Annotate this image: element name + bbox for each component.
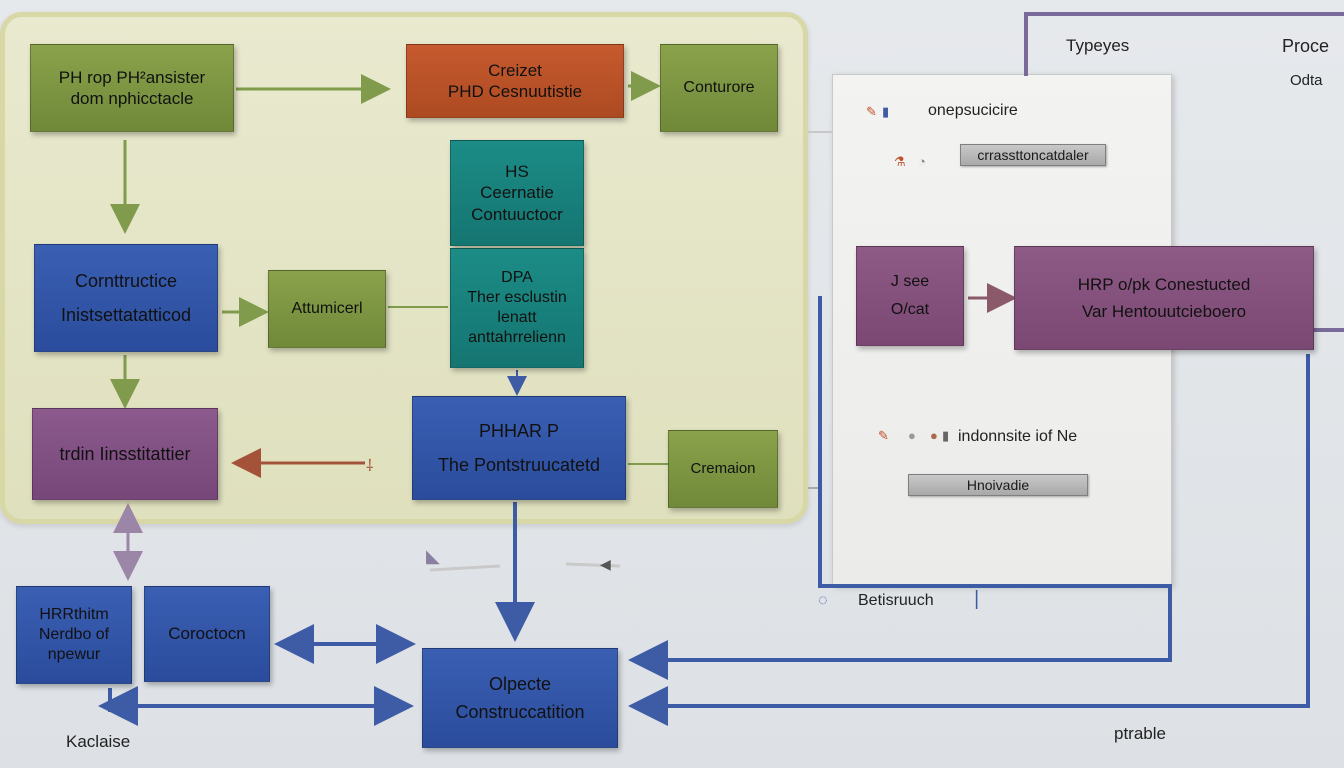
chip-label: crrassttoncatdaler <box>977 147 1089 163</box>
circle-icon: ◔ <box>918 154 926 169</box>
box-line: Ther esclustin <box>467 289 567 306</box>
pen-icon: ◣ <box>426 546 440 566</box>
box-line: Contuuctocr <box>471 204 563 224</box>
box-line: Inistsettatatticod <box>60 305 192 325</box>
eraser-icon: ◀ <box>600 556 611 572</box>
box-line: PHHAR P <box>478 420 559 441</box>
side-item-label: indonnsite iof Ne <box>958 428 1078 445</box>
box-line: DPA <box>501 269 533 286</box>
box-line: anttahrrelienn <box>468 329 566 346</box>
box-line: Conturore <box>683 79 755 96</box>
box-line: Ceernatie <box>480 183 554 203</box>
box-line: npewur <box>47 646 101 663</box>
side-item-label: onepsucicire <box>928 102 1018 119</box>
side-chip[interactable]: crrassttoncatdaler <box>960 144 1106 166</box>
box-line: Var Hentouutcieboero <box>1081 302 1247 321</box>
box-line: Cornttructice <box>74 270 178 291</box>
box-line: PHD Cesnuutistie <box>447 82 583 101</box>
marker-icon: ▮ <box>882 104 890 119</box>
label-betisruuch: Betisruuch <box>858 592 934 609</box>
chip-label: Hnoivadie <box>966 477 1030 493</box>
box-line: O/cat <box>890 301 930 318</box>
box-line: PH rop PH²ansister <box>58 67 206 87</box>
label-kaclaise: Kaclaise <box>66 732 131 751</box>
search-icon: ◌ <box>818 592 828 609</box>
box-line: HRP o/pk Conestucted <box>1077 274 1251 294</box>
box-drain-institut[interactable]: trdin Iinsstitattier <box>32 408 218 500</box>
tool-icon: ⚗ <box>894 154 906 169</box>
box-line: Cremaion <box>690 459 756 477</box>
tool-icon: ✎ <box>866 104 877 119</box>
box-dpa-theory[interactable]: DPA Ther esclustin lenatt anttahrrelienn <box>450 248 584 368</box>
box-cremaion[interactable]: Cremaion <box>668 430 778 508</box>
box-phhar-php[interactable]: PHHAR P The Pontstruucatetd <box>412 396 626 500</box>
box-line: The Pontstruucatetd <box>437 455 601 475</box>
label-ptrable: ptrable <box>1114 724 1166 743</box>
pencil-icon: ✎ <box>878 428 889 443</box>
box-line: J see <box>890 273 930 290</box>
box-line: lenatt <box>497 309 537 326</box>
box-line: Nerdbo of <box>38 626 110 643</box>
box-line: Construccatition <box>455 702 585 722</box>
label-proce: Proce <box>1282 36 1330 56</box>
box-line: Creizet <box>488 60 542 80</box>
box-php-top-left[interactable]: PH rop PH²ansister dom nphicctacle <box>30 44 234 132</box>
arrow-tail-icon: ⸸ <box>366 458 374 475</box>
box-line: Coroctocn <box>168 624 246 644</box>
box-line: HS <box>505 162 529 182</box>
box-line: Olpecte <box>488 673 552 694</box>
cursor-icon: ▏ <box>976 592 989 609</box>
bar-icon: ▮ <box>942 428 950 443</box>
dot-icon: ● <box>930 428 938 443</box>
side-chip[interactable]: Hnoivadie <box>908 474 1088 496</box>
box-line: HRRthitm <box>39 606 109 623</box>
label-typeyes: Typeyes <box>1066 36 1130 55</box>
box-conoctocn[interactable]: Coroctocn <box>144 586 270 682</box>
box-line: Attumicerl <box>291 300 363 317</box>
box-line: dom nphicctacle <box>70 89 194 108</box>
label-odta: Odta <box>1290 72 1323 89</box>
dot-icon: ● <box>908 428 916 443</box>
box-line: trdin Iinsstitattier <box>59 443 191 464</box>
box-conturore[interactable]: Conturore <box>660 44 778 132</box>
box-attumicerl[interactable]: Attumicerl <box>268 270 386 348</box>
